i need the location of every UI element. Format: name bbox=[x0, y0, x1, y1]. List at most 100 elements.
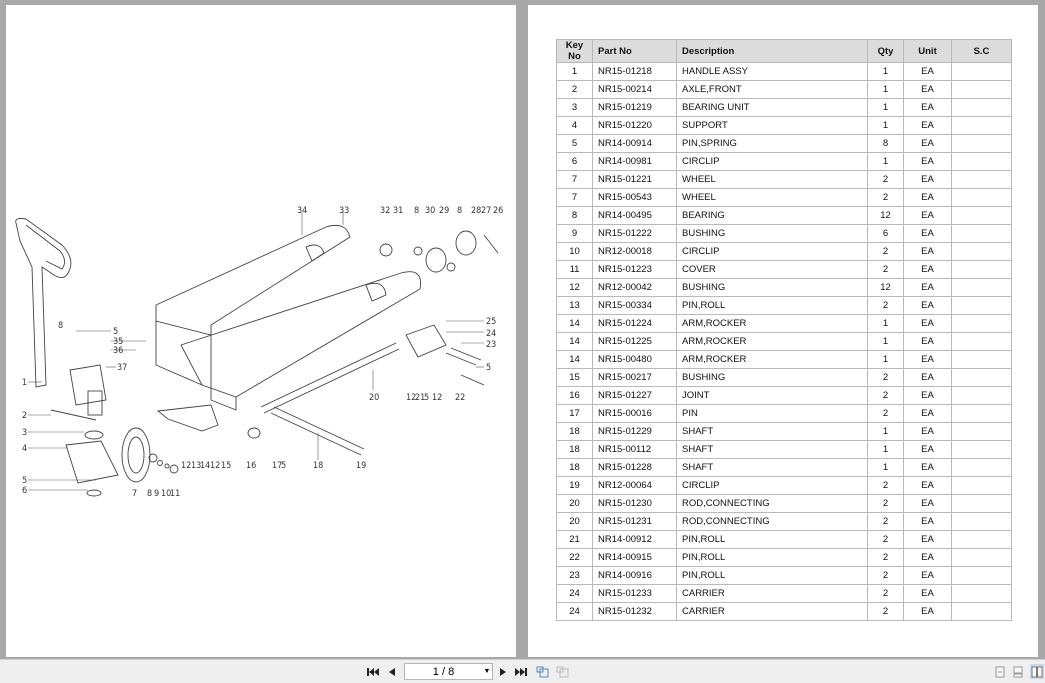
header-part-no: Part No bbox=[592, 39, 677, 63]
header-description: Description bbox=[676, 39, 868, 63]
continuous-view-button[interactable] bbox=[1012, 664, 1024, 679]
last-page-button[interactable] bbox=[514, 664, 528, 679]
description-cell: PIN,ROLL bbox=[676, 548, 868, 567]
callout-label: 25 bbox=[486, 317, 496, 327]
key-no-cell: 8 bbox=[556, 206, 593, 225]
callout-label: 2 bbox=[22, 411, 27, 421]
key-no-cell: 10 bbox=[556, 242, 593, 261]
qty-cell: 1 bbox=[867, 440, 904, 459]
sc-cell bbox=[951, 206, 1012, 225]
qty-cell: 1 bbox=[867, 422, 904, 441]
key-no-cell: 2 bbox=[556, 80, 593, 99]
page-number-select[interactable]: 1 / 8 ▼ bbox=[404, 663, 493, 680]
key-no-cell: 7 bbox=[556, 170, 593, 189]
key-no-cell: 11 bbox=[556, 260, 593, 279]
part-no-cell: NR15-01219 bbox=[592, 98, 677, 117]
fit-page-button[interactable] bbox=[535, 664, 549, 679]
sc-cell bbox=[951, 422, 1012, 441]
callout-label: 18 bbox=[313, 461, 323, 471]
description-cell: CARRIER bbox=[676, 602, 868, 621]
part-no-cell: NR15-01228 bbox=[592, 458, 677, 477]
part-no-cell: NR15-01229 bbox=[592, 422, 677, 441]
unit-cell: EA bbox=[903, 242, 952, 261]
key-no-cell: 18 bbox=[556, 422, 593, 441]
first-page-button[interactable] bbox=[366, 664, 380, 679]
unit-cell: EA bbox=[903, 80, 952, 99]
sc-cell bbox=[951, 170, 1012, 189]
callout-label: 1 bbox=[22, 378, 27, 388]
callout-label: 5 bbox=[113, 327, 118, 337]
callout-label: 29 bbox=[439, 206, 449, 216]
qty-cell: 2 bbox=[867, 296, 904, 315]
qty-cell: 1 bbox=[867, 458, 904, 477]
unit-cell: EA bbox=[903, 152, 952, 171]
description-cell: BEARING UNIT bbox=[676, 98, 868, 117]
sc-cell bbox=[951, 134, 1012, 153]
support-drawing bbox=[65, 440, 119, 484]
diagram-page: 1 2 3 4 5 6 7 8 9 10 11 12 13 14 12 15 1… bbox=[6, 5, 516, 657]
part-no-cell: NR15-01223 bbox=[592, 260, 677, 279]
unit-cell: EA bbox=[903, 350, 952, 369]
next-page-icon bbox=[500, 667, 506, 676]
carrier-drawing bbox=[405, 324, 447, 358]
description-cell: CIRCLIP bbox=[676, 152, 868, 171]
handle-drawing bbox=[15, 218, 72, 388]
qty-cell: 2 bbox=[867, 476, 904, 495]
callout-label: 7 bbox=[132, 489, 137, 499]
continuous-page-icon bbox=[1013, 666, 1023, 677]
unit-cell: EA bbox=[903, 602, 952, 621]
key-no-cell: 12 bbox=[556, 278, 593, 297]
qty-cell: 1 bbox=[867, 152, 904, 171]
qty-cell: 2 bbox=[867, 494, 904, 513]
single-page-view-button[interactable] bbox=[994, 664, 1006, 679]
part-no-cell: NR15-01232 bbox=[592, 602, 677, 621]
key-no-cell: 24 bbox=[556, 584, 593, 603]
qty-cell: 1 bbox=[867, 62, 904, 81]
unit-cell: EA bbox=[903, 332, 952, 351]
fit-width-button[interactable] bbox=[555, 664, 569, 679]
part-no-cell: NR12-00064 bbox=[592, 476, 677, 495]
part-no-cell: NR15-00334 bbox=[592, 296, 677, 315]
two-page-icon bbox=[1031, 666, 1043, 677]
qty-cell: 12 bbox=[867, 278, 904, 297]
callout-label: 23 bbox=[486, 340, 496, 350]
callout-label: 19 bbox=[356, 461, 366, 471]
unit-cell: EA bbox=[903, 458, 952, 477]
bearing-drawing bbox=[84, 430, 104, 440]
qty-cell: 6 bbox=[867, 224, 904, 243]
key-no-cell: 3 bbox=[556, 98, 593, 117]
description-cell: HANDLE ASSY bbox=[676, 62, 868, 81]
unit-cell: EA bbox=[903, 116, 952, 135]
viewer-toolbar: 1 / 8 ▼ bbox=[0, 659, 1045, 683]
callout-label: 22 bbox=[455, 393, 465, 403]
two-page-view-button[interactable] bbox=[1030, 664, 1044, 679]
sc-cell bbox=[951, 80, 1012, 99]
next-page-button[interactable] bbox=[497, 664, 509, 679]
qty-cell: 2 bbox=[867, 530, 904, 549]
callout-label: 15 bbox=[221, 461, 231, 471]
unit-cell: EA bbox=[903, 224, 952, 243]
callout-label: 8 bbox=[58, 321, 63, 331]
unit-cell: EA bbox=[903, 476, 952, 495]
description-cell: BEARING bbox=[676, 206, 868, 225]
key-no-cell: 9 bbox=[556, 224, 593, 243]
sc-cell bbox=[951, 152, 1012, 171]
sc-cell bbox=[951, 278, 1012, 297]
unit-cell: EA bbox=[903, 206, 952, 225]
part-no-cell: NR12-00018 bbox=[592, 242, 677, 261]
unit-cell: EA bbox=[903, 134, 952, 153]
qty-cell: 8 bbox=[867, 134, 904, 153]
previous-page-button[interactable] bbox=[386, 664, 398, 679]
sc-cell bbox=[951, 296, 1012, 315]
description-cell: SUPPORT bbox=[676, 116, 868, 135]
